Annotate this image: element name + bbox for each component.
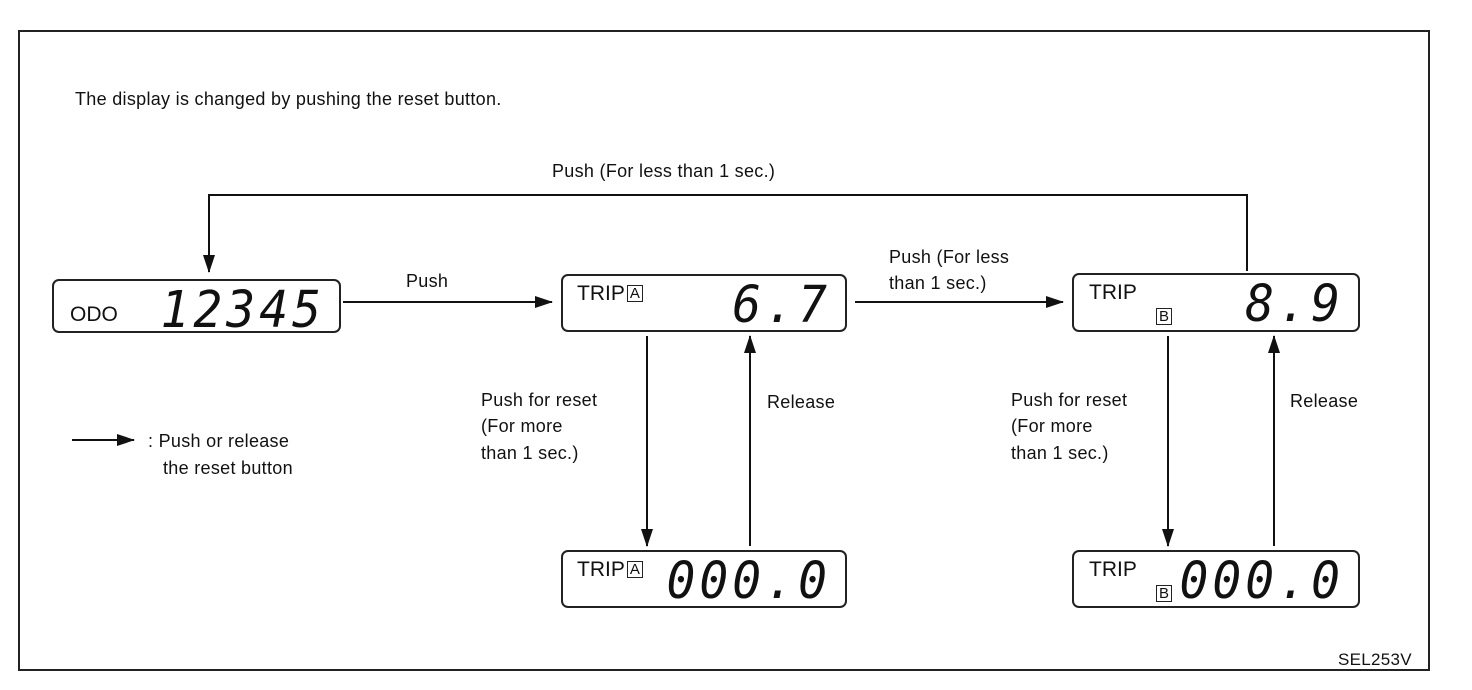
intro-text: The display is changed by pushing the re… xyxy=(75,89,502,109)
trip-a-reset-mark: A xyxy=(626,561,643,578)
trip-b-reset-value: 000.0 xyxy=(1179,551,1344,611)
trip-b-display: TRIP B 8.9 xyxy=(1072,273,1360,332)
reset-a-label-2: (For more xyxy=(481,416,563,436)
reset-b-label-2: (For more xyxy=(1011,416,1093,436)
loop-back-arrow xyxy=(203,194,1248,273)
reset-b-label-1: Push for reset xyxy=(1011,390,1128,410)
reset-b-label-3: than 1 sec.) xyxy=(1011,443,1109,463)
trip-a-to-b-label-1: Push (For less xyxy=(889,247,1010,267)
reset-a-label-3: than 1 sec.) xyxy=(481,443,579,463)
top-loop-label: Push (For less than 1 sec.) xyxy=(552,161,776,181)
trip-b-reset-mark: B xyxy=(1156,585,1173,602)
trip-b-reset-display: TRIP B 000.0 xyxy=(1072,550,1360,608)
odo-label: ODO xyxy=(70,303,118,326)
odo-value: 12345 xyxy=(160,280,325,340)
release-a-label: Release xyxy=(767,392,836,412)
diagram-frame xyxy=(18,30,1430,671)
trip-a-value: 6.7 xyxy=(732,275,831,335)
trip-a-reset-value: 000.0 xyxy=(666,551,831,611)
reset-a-label-1: Push for reset xyxy=(481,390,598,410)
trip-b-reset-label: TRIP xyxy=(1089,558,1137,581)
odo-display: ODO 12345 xyxy=(52,279,341,336)
release-b-label: Release xyxy=(1290,391,1359,411)
legend-text-2: the reset button xyxy=(163,458,293,478)
trip-a-to-b-label-2: than 1 sec.) xyxy=(889,273,987,293)
trip-b-value: 8.9 xyxy=(1245,274,1344,334)
trip-b-mark: B xyxy=(1156,308,1173,325)
trip-a-mark: A xyxy=(626,285,643,302)
figure-code: SEL253V xyxy=(1338,650,1412,669)
push-label: Push xyxy=(406,271,449,291)
legend-text-1: : Push or release xyxy=(148,431,290,451)
trip-b-label: TRIP xyxy=(1089,281,1137,304)
